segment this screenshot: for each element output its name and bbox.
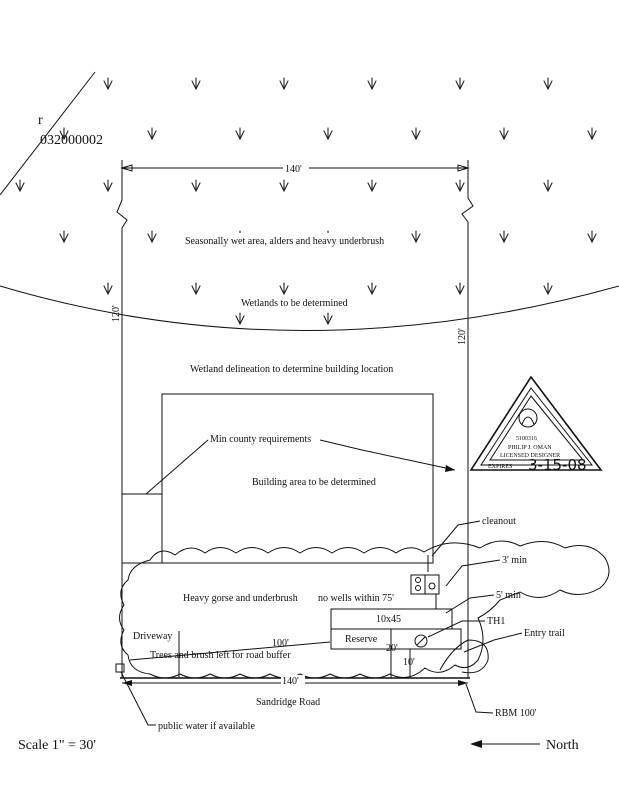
- wetland-symbol-icon: [279, 179, 289, 193]
- wetland-symbol-icon: [15, 179, 25, 193]
- five-min-label: 5' min: [496, 590, 521, 601]
- driveway-label: Driveway: [133, 631, 172, 642]
- wetland-symbol-icon: [323, 127, 333, 141]
- tank-offset-label: 10': [403, 657, 415, 668]
- building-area-outline: [161, 393, 434, 564]
- wetland-symbol-icon: [367, 282, 377, 296]
- wetland-symbol-icon: [191, 77, 201, 91]
- left-depth-label: 120': [111, 305, 122, 322]
- delineation-label: Wetland delineation to determine buildin…: [190, 364, 393, 375]
- wetland-symbol-icon: [499, 230, 509, 244]
- wetland-symbols: [15, 77, 597, 326]
- svg-text:140': 140': [285, 164, 302, 175]
- wetland-symbol-icon: [543, 77, 553, 91]
- wetland-symbol-icon: [455, 179, 465, 193]
- wetland-boundary-arc: [0, 285, 619, 331]
- stamp-title: LICENSED DESIGNER: [500, 453, 560, 459]
- wetland-symbol-icon: [103, 179, 113, 193]
- no-wells-label: no wells within 75': [318, 593, 394, 604]
- wetland-symbol-icon: [147, 127, 157, 141]
- wetland-symbol-icon: [59, 127, 69, 141]
- drainfield-label: 10x45: [376, 614, 401, 625]
- designer-seal-stamp: 5100316 PHILIP J. OMAN LICENSED DESIGNER…: [469, 375, 603, 474]
- reserve-label: Reserve: [345, 634, 378, 645]
- entry-trail-path: [439, 639, 489, 674]
- building-area-label: Building area to be determined: [252, 477, 376, 488]
- wetland-symbol-icon: [235, 312, 245, 326]
- wetland-symbol-icon: [499, 127, 509, 141]
- septic-tank: [410, 574, 440, 595]
- wetland-symbol-icon: [59, 230, 69, 244]
- driveway-length-label: 100': [272, 638, 289, 649]
- wetland-symbol-icon: [103, 282, 113, 296]
- wetland-symbol-icon: [147, 230, 157, 244]
- gorse-cloud-outline: [119, 540, 610, 679]
- wetland-symbol-icon: [455, 282, 465, 296]
- trees-buffer-label: Trees and brush left for road buffer: [150, 650, 291, 661]
- wetland-symbol-icon: [279, 77, 289, 91]
- stamp-expires-label: EXPIRES: [488, 464, 512, 470]
- scale-label: Scale 1" = 30': [18, 738, 96, 753]
- public-water-label: public water if available: [158, 721, 255, 732]
- wet-area-label: Seasonally wet area, alders and heavy un…: [185, 236, 384, 247]
- min-county-label: Min county requirements: [210, 434, 311, 445]
- right-depth-label: 120': [457, 328, 468, 345]
- th1-label: TH1: [487, 616, 505, 627]
- reserve-offset-label: 20': [386, 643, 398, 654]
- reserve-area: [330, 628, 462, 650]
- stamp-name: PHILIP J. OMAN: [508, 445, 552, 451]
- setback-box: [122, 493, 162, 564]
- wetland-symbol-icon: [323, 312, 333, 326]
- wetland-symbol-icon: [191, 282, 201, 296]
- wetland-symbol-icon: [543, 282, 553, 296]
- north-label: North: [546, 738, 579, 753]
- wetland-symbol-icon: [543, 179, 553, 193]
- three-min-label: 3' min: [502, 555, 527, 566]
- road-label: Sandridge Road: [256, 697, 320, 708]
- wetland-symbol-icon: [411, 230, 421, 244]
- wetlands-label: Wetlands to be determined: [241, 298, 348, 309]
- parcel-number: 032000002: [40, 133, 103, 148]
- svg-text:140': 140': [282, 676, 299, 687]
- cleanout-label: cleanout: [482, 516, 516, 527]
- wetland-symbol-icon: [411, 127, 421, 141]
- stamp-expires-date: 3-15-08: [528, 456, 587, 474]
- wetland-symbol-icon: [191, 179, 201, 193]
- wetland-symbol-icon: [587, 230, 597, 244]
- wetland-symbol-icon: [235, 127, 245, 141]
- top-width-dimension: 140': [120, 161, 470, 175]
- wetland-symbol-icon: [103, 77, 113, 91]
- rbm-label: RBM 100': [495, 708, 537, 719]
- neighbor-boundary-line: [0, 71, 96, 196]
- water-meter-box: [115, 663, 125, 673]
- wetland-symbol-icon: [455, 77, 465, 91]
- wetland-symbol-icon: [587, 127, 597, 141]
- north-arrow-icon: [470, 740, 540, 748]
- heavy-gorse-label: Heavy gorse and underbrush: [183, 593, 298, 604]
- wetland-symbol-icon: [367, 77, 377, 91]
- wetland-symbol-icon: [279, 282, 289, 296]
- stamp-number: 5100316: [516, 436, 537, 442]
- test-hole-th1: [414, 634, 428, 648]
- entry-trail-label: Entry trail: [524, 628, 565, 639]
- wetland-symbol-icon: [367, 179, 377, 193]
- parcel-partial-label: r: [38, 113, 43, 128]
